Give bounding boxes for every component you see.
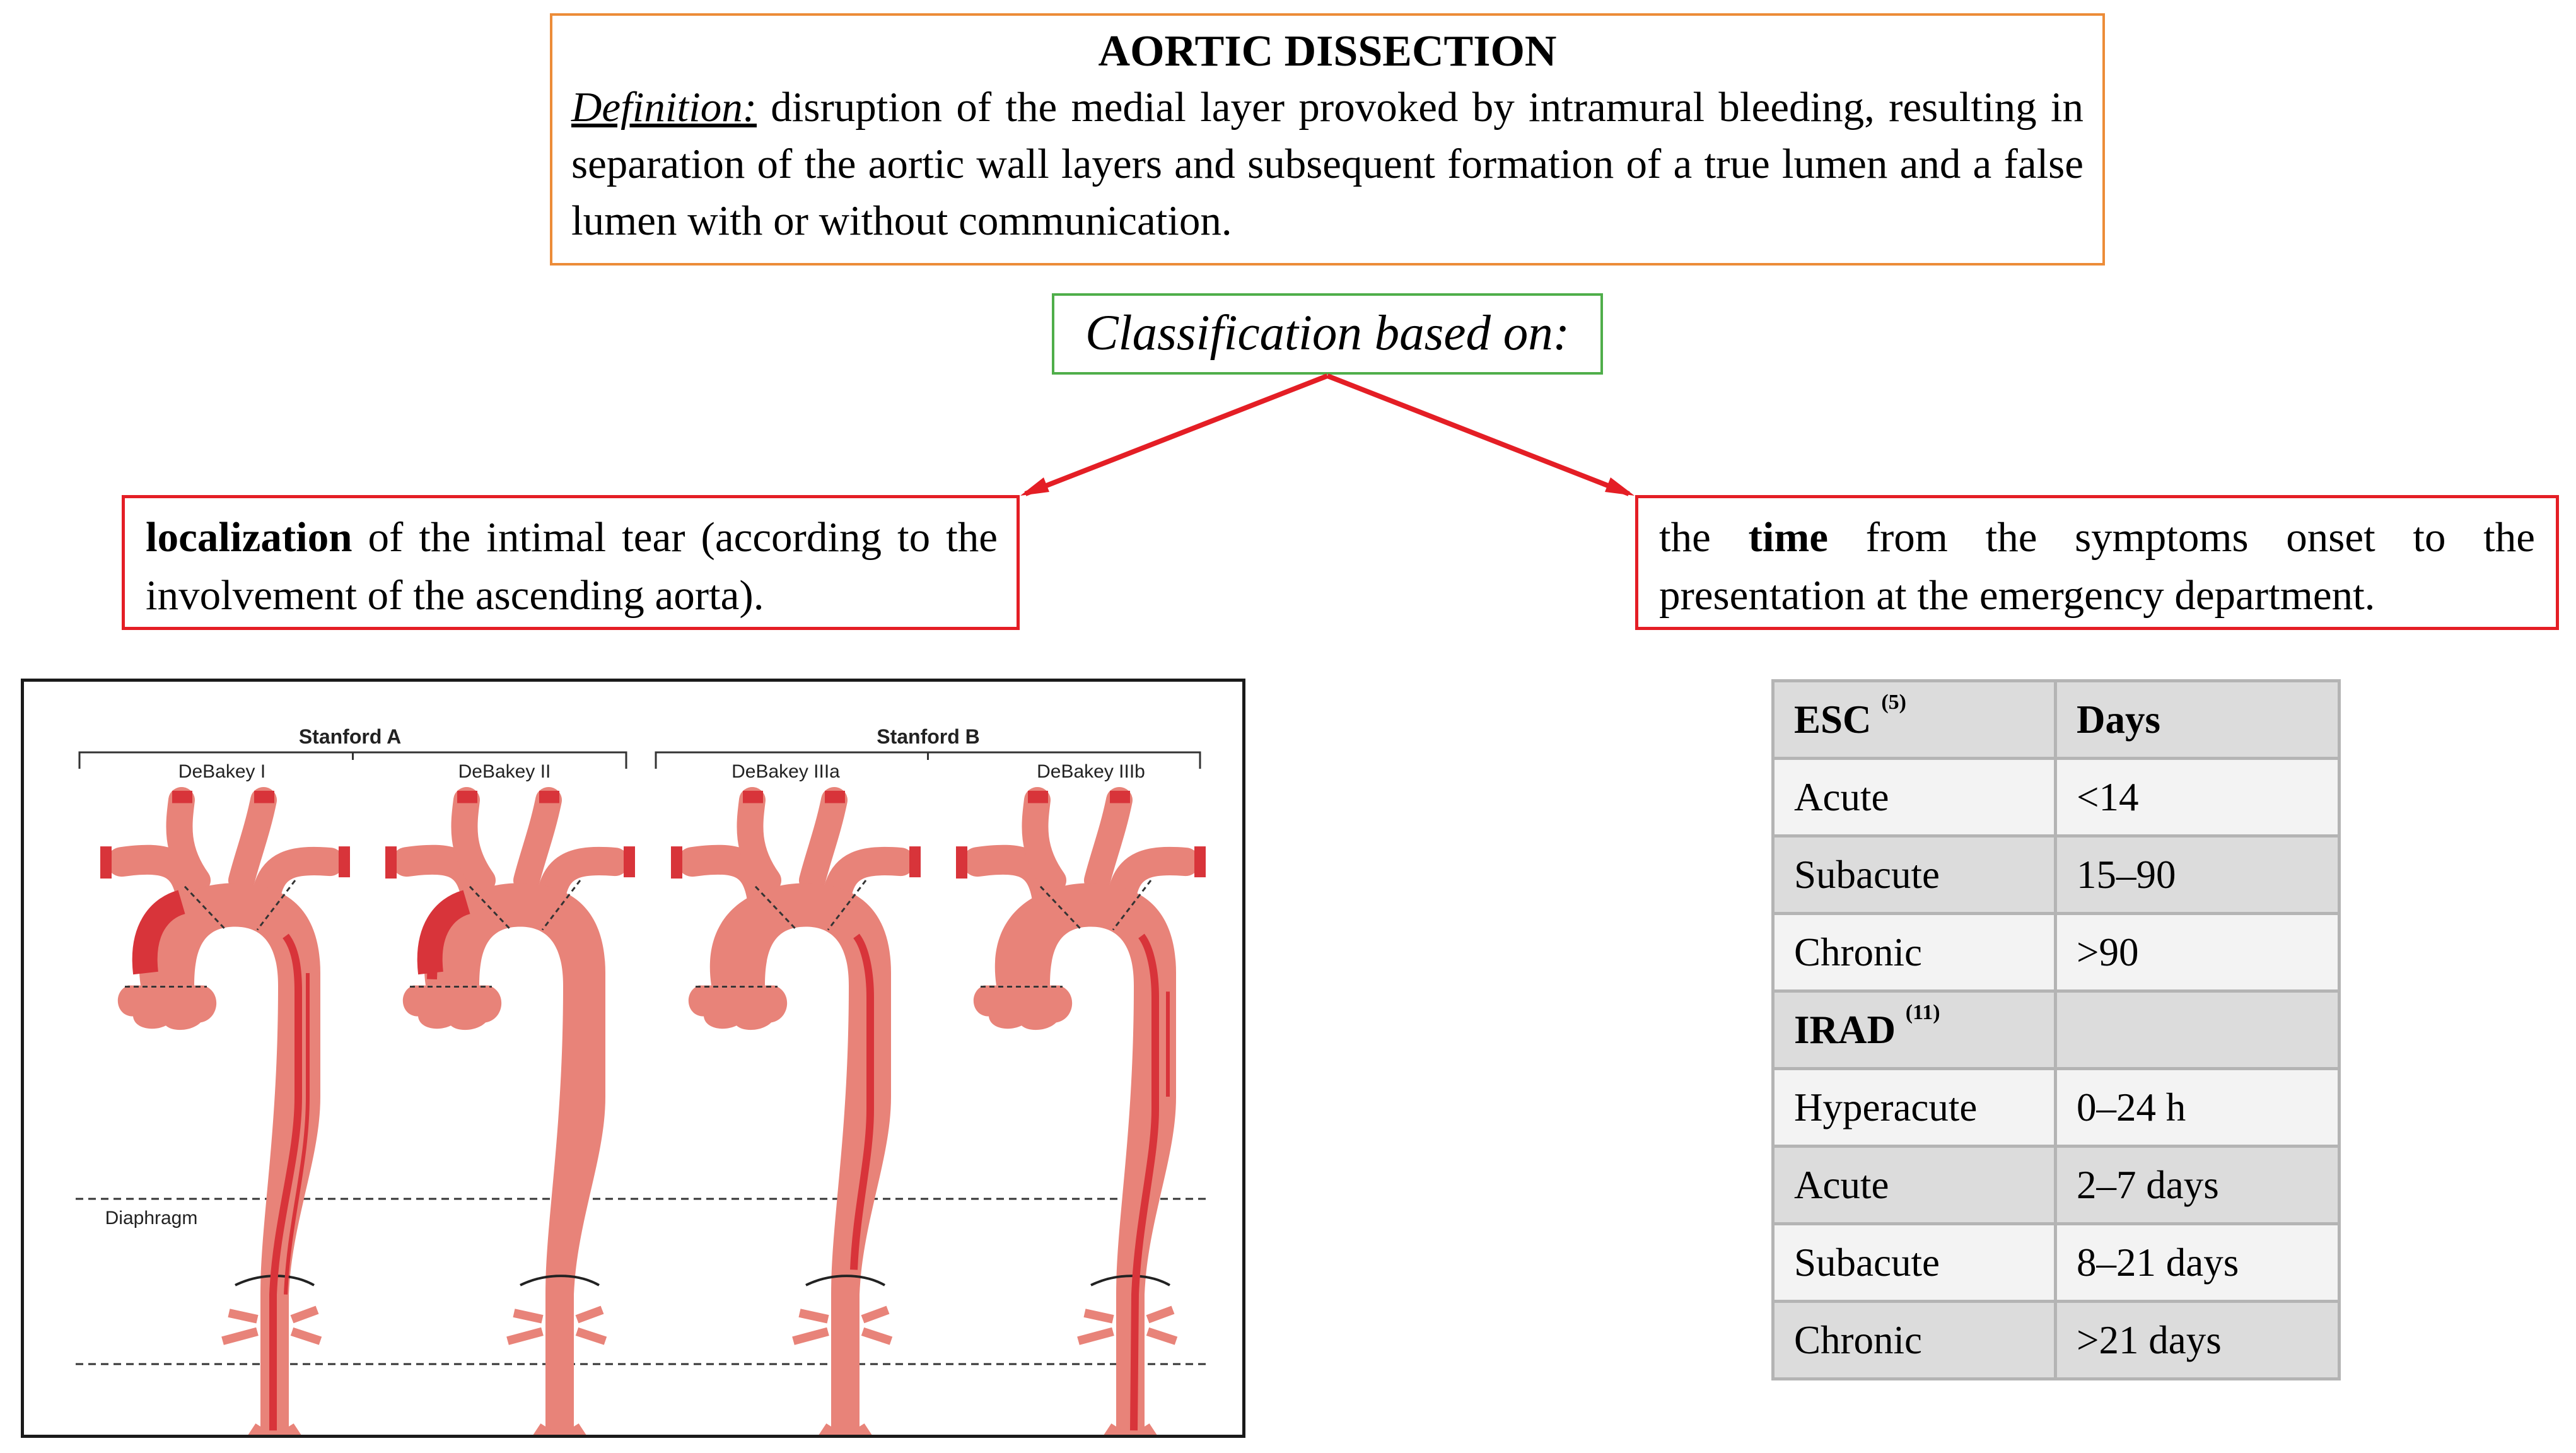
false-lumen xyxy=(284,973,310,1295)
table-cell-phase: Acute xyxy=(1771,757,2057,837)
diagram-svg: /* placeholder – shapes instanced below … xyxy=(76,725,1242,1435)
table-header-esc: ESC (5) xyxy=(1771,679,2057,760)
stanford-a-label: Stanford A xyxy=(299,725,401,748)
table-cell-days: <14 xyxy=(2054,757,2341,837)
aorta-type-3 xyxy=(671,791,921,1435)
table-cell-days: 15–90 xyxy=(2054,834,2341,915)
table-row-irad-header: IRAD (11) xyxy=(1771,989,2341,1070)
false-lumen xyxy=(1130,933,1159,1431)
table-row: Acute<14 xyxy=(1771,757,2341,837)
table-cell-phase: Hyperacute xyxy=(1771,1067,2057,1148)
table-cell-days: 2–7 days xyxy=(2054,1145,2341,1225)
definition-body: disruption of the medial layer provoked … xyxy=(571,84,2084,244)
debakey-label-3: DeBakey IIIa xyxy=(731,761,840,782)
table-cell-phase: Subacute xyxy=(1771,834,2057,915)
aorta-type-4 xyxy=(956,791,1206,1435)
table-cell-days: 8–21 days xyxy=(2054,1222,2341,1303)
table-row: Chronic>21 days xyxy=(1771,1300,2341,1380)
stanford-b-label: Stanford B xyxy=(877,725,980,748)
table-header-row: ESC (5) Days xyxy=(1771,679,2341,760)
table-cell-phase: IRAD (11) xyxy=(1771,989,2057,1070)
aorta-type-1 xyxy=(100,791,350,1435)
table-cell-phase: Chronic xyxy=(1771,912,2057,993)
debakey-label-2: DeBakey II xyxy=(458,761,551,782)
debakey-label-1: DeBakey I xyxy=(178,761,265,782)
table-cell-phase: Subacute xyxy=(1771,1222,2057,1303)
debakey-label-4: DeBakey IIIb xyxy=(1037,761,1145,782)
aortic-dissection-diagram: /* placeholder – shapes instanced below … xyxy=(21,679,1245,1438)
table-cell-days: 0–24 h xyxy=(2054,1067,2341,1148)
definition-label: Definition: xyxy=(571,84,757,131)
time-bold: time xyxy=(1748,514,1829,561)
time-prefix: the xyxy=(1659,514,1749,561)
false-lumen xyxy=(269,933,302,1431)
false-lumen xyxy=(427,942,438,980)
table-cell-phase: Chronic xyxy=(1771,1300,2057,1380)
localization-bold: localization xyxy=(146,514,353,561)
time-text: from the symptoms onset to the presentat… xyxy=(1659,514,2535,619)
arrow-head-left xyxy=(1020,477,1049,496)
arrow-head-right xyxy=(1605,477,1635,496)
localization-text: of the intimal tear (according to the in… xyxy=(146,514,998,619)
definition-box: AORTIC DISSECTION Definition: disruption… xyxy=(550,13,2105,266)
diaphragm-label: Diaphragm xyxy=(105,1208,198,1228)
time-box: the time from the symptoms onset to the … xyxy=(1635,495,2559,630)
table-header-days: Days xyxy=(2054,679,2341,760)
arrow-to-localization xyxy=(1024,373,1329,496)
definition-text: Definition: disruption of the medial lay… xyxy=(571,79,2084,249)
definition-title: AORTIC DISSECTION xyxy=(1098,27,1557,76)
localization-box: localization of the intimal tear (accord… xyxy=(122,495,1020,630)
classification-box: Classification based on: xyxy=(1052,293,1603,375)
table-cell-days: >90 xyxy=(2054,912,2341,993)
aorta-type-2 xyxy=(385,791,635,1435)
table-row: Chronic>90 xyxy=(1771,912,2341,993)
table-cell-phase: Acute xyxy=(1771,1145,2057,1225)
false-lumen xyxy=(132,890,186,975)
arrow-to-time xyxy=(1326,373,1630,496)
table-cell-days xyxy=(2054,989,2341,1070)
false-lumen xyxy=(850,933,874,1270)
table-cell-days: >21 days xyxy=(2054,1300,2341,1380)
classification-label: Classification based on: xyxy=(1085,306,1570,361)
